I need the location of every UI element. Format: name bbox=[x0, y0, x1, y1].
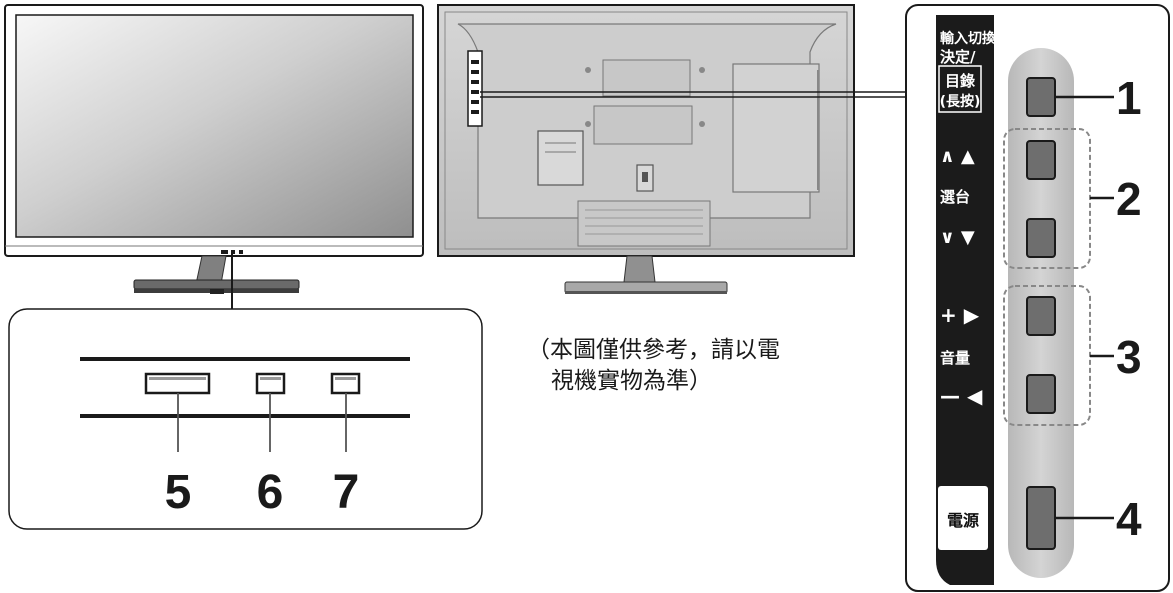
callout-5: 5 bbox=[165, 466, 192, 519]
panel-button-volume-down bbox=[1026, 374, 1056, 414]
button-5-shape bbox=[144, 372, 211, 395]
panel-button-input bbox=[1026, 77, 1056, 117]
power-label-box bbox=[938, 486, 988, 550]
callout-2: 2 bbox=[1116, 173, 1142, 225]
zoom-box bbox=[8, 308, 483, 530]
label-menu-1: 目錄 bbox=[945, 72, 975, 90]
panel-button-power bbox=[1026, 486, 1056, 550]
label-power: 電源 bbox=[947, 511, 979, 530]
tv-rear-side-buttons bbox=[467, 50, 483, 127]
label-volume-down: — ◀ bbox=[940, 384, 983, 408]
label-channel: 選台 bbox=[940, 188, 970, 206]
panel-button-channel-down bbox=[1026, 218, 1056, 258]
button-7-shape bbox=[330, 372, 361, 395]
caption-line-1: （本圖僅供參考，請以電 bbox=[527, 337, 780, 363]
side-panel-leader-lines bbox=[480, 91, 905, 98]
label-menu-2: (長按) bbox=[940, 93, 981, 110]
label-volume-up: + ▶ bbox=[940, 303, 980, 327]
label-channel-up: ∧ ▲ bbox=[940, 146, 975, 167]
callout-6: 6 bbox=[257, 466, 284, 519]
front-buttons-zoom: 5 6 7 bbox=[8, 308, 483, 530]
caption-line-2: 視機實物為準） bbox=[551, 368, 712, 394]
label-input-2: 決定/ bbox=[940, 48, 976, 66]
side-control-panel: 輸入切換/ 決定/ 目錄 (長按) ∧ ▲ 選台 ∨ ▼ + ▶ 音量 — ◀ … bbox=[905, 4, 1170, 592]
tv-front-button-indicators bbox=[221, 250, 243, 254]
callout-4: 4 bbox=[1116, 493, 1142, 545]
panel-button-volume-up bbox=[1026, 296, 1056, 336]
tv-rear bbox=[437, 4, 855, 294]
label-channel-down: ∨ ▼ bbox=[940, 227, 975, 248]
panel-button-channel-up bbox=[1026, 140, 1056, 180]
label-input-1: 輸入切換/ bbox=[940, 30, 1002, 47]
label-volume: 音量 bbox=[940, 349, 970, 367]
tv-front-stand-base bbox=[133, 279, 300, 294]
tv-front bbox=[4, 4, 424, 294]
callout-7: 7 bbox=[333, 466, 360, 519]
callout-3: 3 bbox=[1116, 331, 1142, 383]
tv-front-screen bbox=[15, 14, 414, 238]
button-6-shape bbox=[255, 372, 286, 395]
callout-1: 1 bbox=[1116, 72, 1142, 124]
side-panel-label-strip bbox=[936, 15, 993, 585]
